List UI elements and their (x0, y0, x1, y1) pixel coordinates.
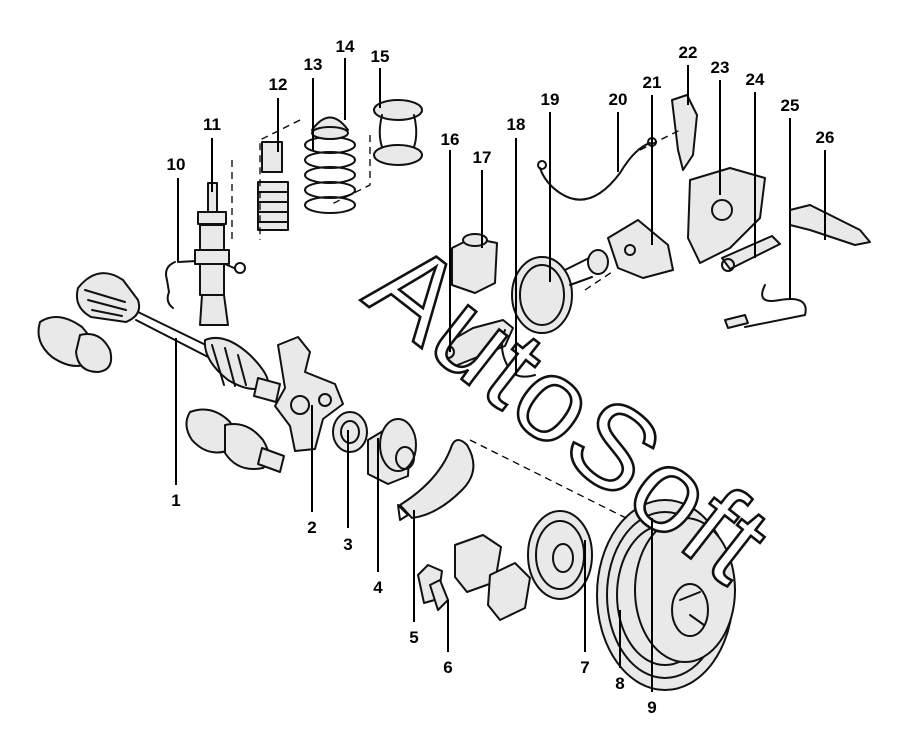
tire-and-wheel (596, 499, 736, 691)
callout-number: 6 (443, 658, 452, 677)
callout-20: 20 (609, 90, 628, 172)
callout-22: 22 (679, 43, 698, 105)
callout-number: 25 (781, 96, 800, 115)
callout-number: 19 (541, 90, 560, 109)
brake-pads (417, 564, 449, 611)
callout-number: 5 (409, 628, 418, 647)
brake-booster (511, 249, 609, 334)
callout-number: 20 (609, 90, 628, 109)
callout-25: 25 (781, 96, 800, 300)
callout-15: 15 (371, 47, 390, 108)
callout-number: 1 (171, 491, 180, 510)
callout-number: 7 (580, 658, 589, 677)
spring-seat (311, 116, 349, 140)
callout-4: 4 (373, 438, 383, 597)
callout-6: 6 (443, 600, 453, 677)
wheel-bearing (332, 411, 368, 453)
wheel-hub (367, 418, 417, 485)
callout-number: 23 (711, 58, 730, 77)
callout-26: 26 (816, 128, 835, 240)
rear-knuckle (687, 167, 766, 264)
callout-number: 10 (167, 155, 186, 174)
shock-absorber (194, 182, 230, 326)
callout-number: 11 (203, 115, 221, 134)
steering-knuckle (274, 336, 344, 452)
callout-number: 21 (643, 73, 662, 92)
drive-shaft (37, 272, 285, 473)
callout-5: 5 (409, 510, 419, 647)
callout-number: 17 (473, 148, 492, 167)
assembly-axes (231, 119, 681, 521)
callout-number: 3 (343, 535, 352, 554)
callout-24: 24 (746, 70, 765, 258)
callout-number: 24 (746, 70, 765, 89)
callout-2: 2 (307, 405, 317, 537)
callout-number: 9 (647, 698, 656, 717)
callout-number: 22 (679, 43, 698, 62)
brake-line (500, 329, 536, 378)
mounting-bracket (607, 219, 674, 279)
callout-9: 9 (647, 518, 657, 717)
splash-shield (397, 439, 475, 521)
callout-17: 17 (473, 148, 492, 248)
caliper (454, 534, 531, 621)
callout-10: 10 (167, 155, 186, 262)
callout-number: 12 (269, 75, 288, 94)
callout-number: 16 (441, 130, 460, 149)
callout-21: 21 (643, 73, 662, 245)
brake-hose (537, 137, 657, 201)
callout-number: 4 (373, 578, 383, 597)
bump-stop (257, 141, 289, 231)
callout-18: 18 (507, 115, 526, 375)
callout-12: 12 (269, 75, 288, 152)
callout-11: 11 (203, 115, 221, 192)
callout-13: 13 (304, 55, 323, 150)
callout-number: 8 (615, 674, 624, 693)
callout-3: 3 (343, 430, 353, 554)
rear-brake-hose (724, 284, 807, 329)
callout-number: 15 (371, 47, 390, 66)
callout-19: 19 (541, 90, 560, 282)
callout-8: 8 (615, 610, 625, 693)
callout-number: 2 (307, 518, 316, 537)
callout-number: 18 (507, 115, 526, 134)
callout-16: 16 (441, 130, 460, 352)
callout-number: 13 (304, 55, 323, 74)
callout-number: 26 (816, 128, 835, 147)
brake-disc (527, 510, 593, 600)
callout-23: 23 (711, 58, 730, 195)
callout-14: 14 (336, 37, 355, 120)
callout-number: 14 (336, 37, 355, 56)
strut-mount (373, 99, 423, 166)
trailing-arm (789, 204, 871, 246)
master-cylinder-bracket (437, 319, 514, 369)
callout-7: 7 (580, 540, 590, 677)
callout-1: 1 (171, 338, 181, 510)
